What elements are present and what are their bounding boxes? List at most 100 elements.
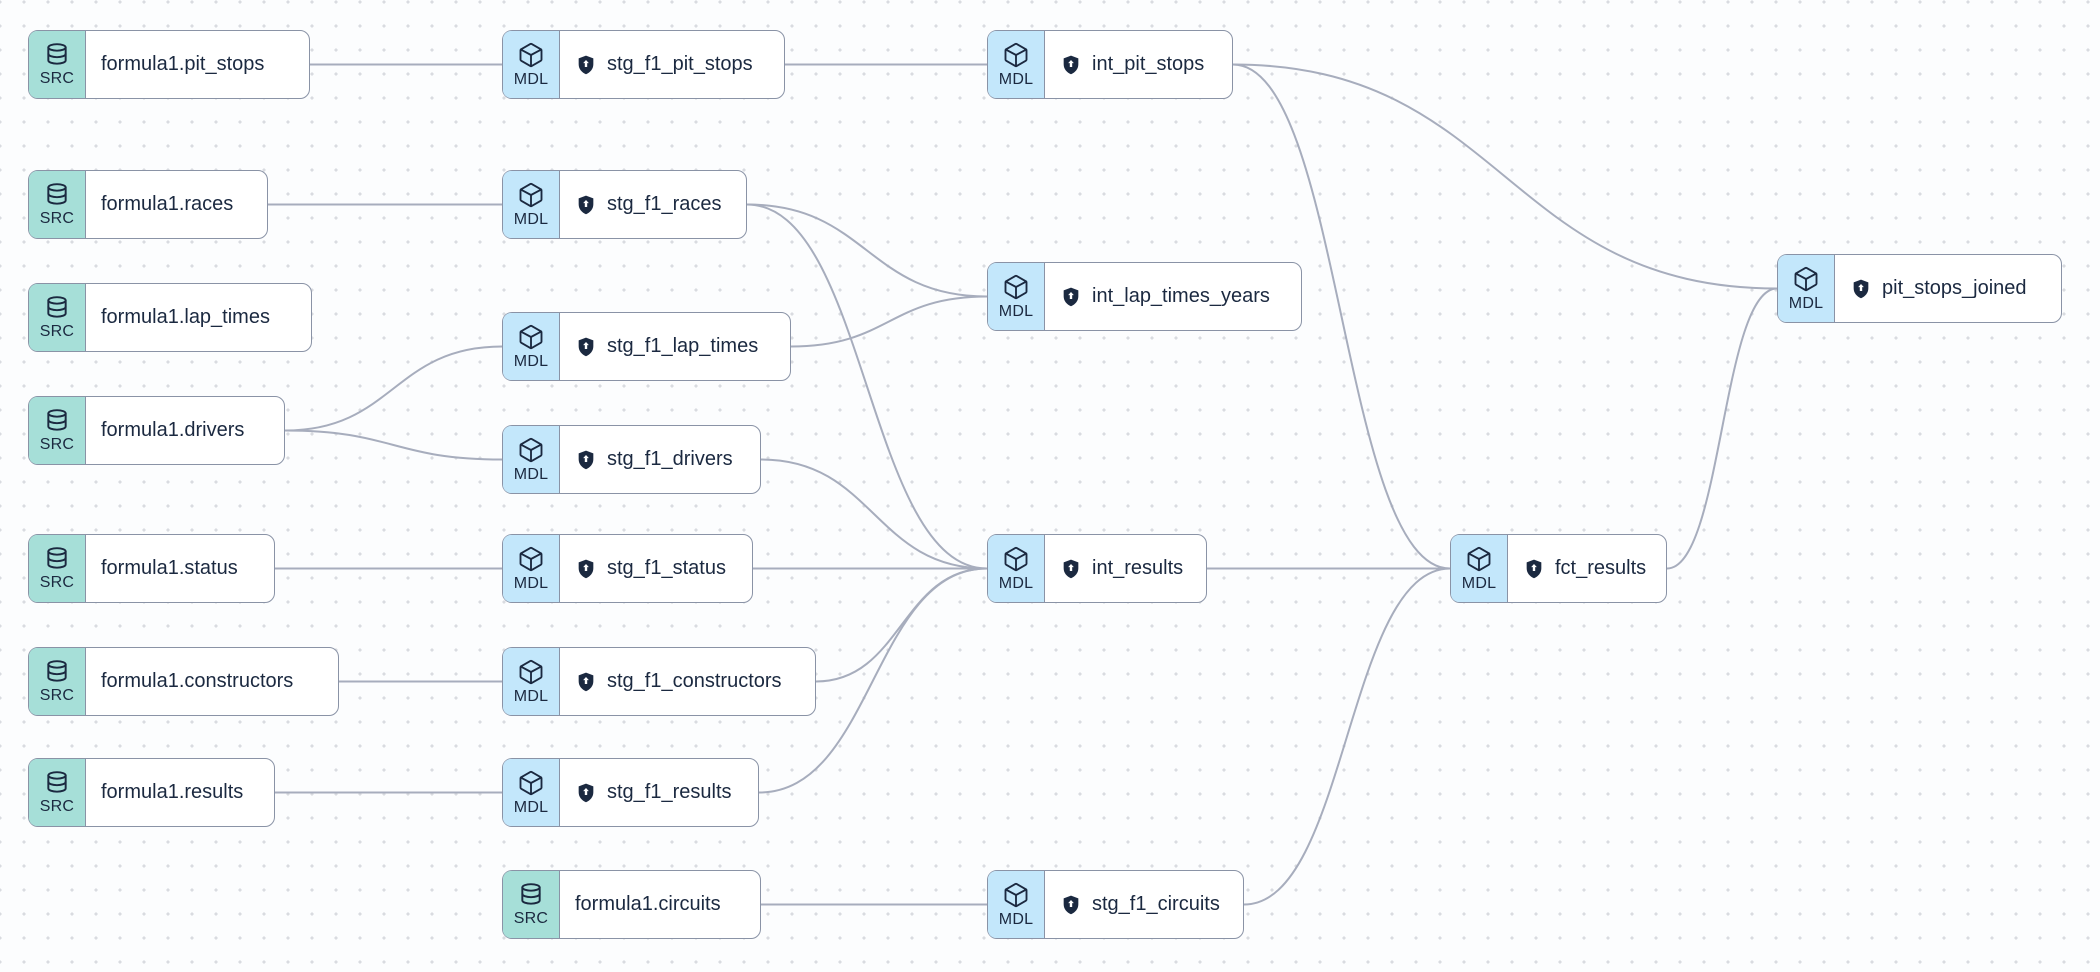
shield-icon <box>1063 287 1079 306</box>
badge-label: MDL <box>998 71 1034 88</box>
node-label-area: stg_f1_lap_times <box>560 313 790 380</box>
edge-stg_lap_times-int_lap_times_years <box>790 295 988 348</box>
node-stg_f1_status[interactable]: MDL stg_f1_status <box>502 534 753 603</box>
node-label: formula1.races <box>101 193 234 215</box>
cube-icon <box>519 42 543 68</box>
cube-icon <box>1794 266 1818 292</box>
node-stg_f1_pit_stops[interactable]: MDL stg_f1_pit_stops <box>502 30 785 99</box>
source-badge: SRC <box>29 31 86 98</box>
model-badge: MDL <box>503 426 560 493</box>
shield-icon <box>578 672 594 691</box>
cube-icon <box>1004 42 1028 68</box>
contract-shield <box>1850 278 1872 300</box>
node-label: formula1.circuits <box>575 893 721 915</box>
node-label: formula1.status <box>101 557 238 579</box>
edge-int_pit_stops-pit_stops_joined <box>1232 63 1778 290</box>
badge-label: MDL <box>513 466 549 483</box>
node-label-area: stg_f1_results <box>560 759 758 826</box>
model-badge: MDL <box>988 535 1045 602</box>
node-label-area: formula1.pit_stops <box>86 31 309 98</box>
node-label: stg_f1_status <box>607 557 726 579</box>
edge-src_drivers-stg_drivers <box>284 429 503 461</box>
node-int_results[interactable]: MDL int_results <box>987 534 1207 603</box>
shield-icon <box>578 195 594 214</box>
database-icon <box>47 547 67 569</box>
node-label-area: int_pit_stops <box>1045 31 1232 98</box>
node-label-area: stg_f1_races <box>560 171 746 238</box>
node-label: stg_f1_pit_stops <box>607 53 753 75</box>
node-label-area: formula1.results <box>86 759 274 826</box>
node-label: formula1.constructors <box>101 670 294 692</box>
badge-label: MDL <box>998 303 1034 320</box>
node-int_pit_stops[interactable]: MDL int_pit_stops <box>987 30 1233 99</box>
edge-fct_results-pit_stops_joined <box>1666 287 1778 570</box>
model-badge: MDL <box>503 31 560 98</box>
node-label: int_results <box>1092 557 1184 579</box>
node-stg_f1_lap_times[interactable]: MDL stg_f1_lap_times <box>502 312 791 381</box>
model-badge: MDL <box>503 535 560 602</box>
node-formula1.pit_stops[interactable]: SRC formula1.pit_stops <box>28 30 310 99</box>
cube-icon <box>519 324 543 350</box>
contract-shield <box>575 782 597 804</box>
node-label: int_pit_stops <box>1092 53 1205 75</box>
model-badge: MDL <box>503 171 560 238</box>
contract-shield <box>575 54 597 76</box>
source-badge: SRC <box>29 535 86 602</box>
node-label: formula1.results <box>101 781 244 803</box>
node-formula1.results[interactable]: SRC formula1.results <box>28 758 275 827</box>
node-label-area: int_results <box>1045 535 1206 602</box>
badge-label: SRC <box>39 798 75 815</box>
badge-label: MDL <box>998 575 1034 592</box>
node-formula1.status[interactable]: SRC formula1.status <box>28 534 275 603</box>
source-badge: SRC <box>29 759 86 826</box>
contract-shield <box>1060 558 1082 580</box>
cube-icon <box>1467 546 1491 572</box>
node-label: stg_f1_lap_times <box>607 335 759 357</box>
node-stg_f1_drivers[interactable]: MDL stg_f1_drivers <box>502 425 761 494</box>
edge-src_drivers-stg_lap_times <box>284 345 503 432</box>
contract-shield <box>575 449 597 471</box>
badge-label: MDL <box>513 575 549 592</box>
cube-icon <box>519 182 543 208</box>
badge-label: SRC <box>513 910 549 927</box>
database-icon <box>47 409 67 431</box>
node-int_lap_times_years[interactable]: MDL int_lap_times_years <box>987 262 1302 331</box>
model-badge: MDL <box>1451 535 1508 602</box>
model-badge: MDL <box>988 263 1045 330</box>
badge-label: MDL <box>513 71 549 88</box>
node-label-area: formula1.races <box>86 171 267 238</box>
cube-icon <box>1004 546 1028 572</box>
node-label-area: int_lap_times_years <box>1045 263 1301 330</box>
badge-label: MDL <box>513 353 549 370</box>
node-formula1.circuits[interactable]: SRC formula1.circuits <box>502 870 761 939</box>
node-label: formula1.pit_stops <box>101 53 265 75</box>
edge-stg_races-int_lap_times_years <box>746 203 988 298</box>
node-label-area: formula1.constructors <box>86 648 338 715</box>
node-label: formula1.drivers <box>101 419 245 441</box>
node-label: pit_stops_joined <box>1882 277 2027 299</box>
badge-label: MDL <box>513 688 549 705</box>
shield-icon <box>1853 279 1869 298</box>
node-label: stg_f1_drivers <box>607 448 733 470</box>
cube-icon <box>519 437 543 463</box>
model-badge: MDL <box>503 313 560 380</box>
shield-icon <box>578 783 594 802</box>
shield-icon <box>1063 559 1079 578</box>
node-label-area: formula1.status <box>86 535 274 602</box>
database-icon <box>47 296 67 318</box>
edge-int_pit_stops-fct_results <box>1232 63 1451 570</box>
node-label-area: formula1.drivers <box>86 397 284 464</box>
edge-stg_drivers-int_results <box>760 458 988 570</box>
